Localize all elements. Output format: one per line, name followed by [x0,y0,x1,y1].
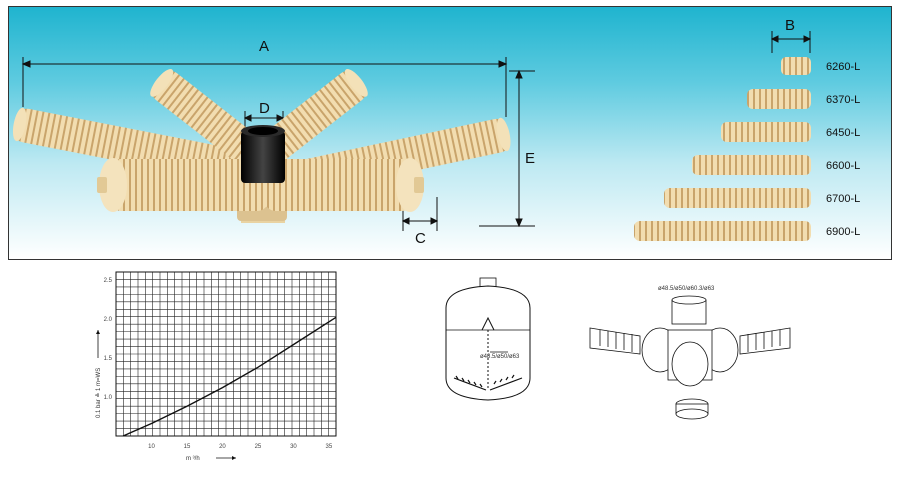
model-row-6450-l: 6450-L [721,122,860,142]
pressure-drop-graph: 10 15 20 25 30 35 1.0 1.5 2.0 2.5 m ³/h … [95,271,337,462]
model-label: 6600-L [826,160,860,172]
model-row-6260-l: 6260-L [781,57,860,75]
model-label: 6370-L [826,94,860,106]
y-axis-label: 0.1 bar ≙ 1 m=WS [95,368,102,418]
dimension-b-arrows [770,35,812,43]
model-row-6900-l: 6900-L [634,221,860,241]
x-tick-label: 15 [184,444,191,450]
model-label: 6450-L [826,127,860,139]
dimension-a [21,57,508,117]
graph-curve [122,316,337,437]
dimension-a-arrows [21,60,508,68]
dimension-c-arrows [401,217,439,225]
model-row-6370-l: 6370-L [747,89,860,109]
tank-laterals [453,374,523,391]
x-tick-label: 20 [219,444,226,450]
dimension-b-label: B [785,17,795,34]
x-tick-labels: 10 15 20 25 30 35 [148,444,333,450]
hub-bottom-nut [675,398,709,420]
dimension-d-label: D [259,100,270,117]
hub-thread-socket [671,295,707,325]
model-row-6700-l: 6700-L [664,188,860,208]
graph-frame [115,271,337,437]
model-lineup: 6260-L 6370-L 6450-L 6600-L 6700-L 6900-… [634,57,860,241]
dimension-d-arrows [243,114,285,122]
graph-grid [116,272,336,436]
x-tick-label: 25 [255,444,262,450]
model-label: 6900-L [826,226,860,238]
model-label: 6700-L [826,193,860,205]
lateral-nozzle-assembly [12,68,511,223]
dimension-c-label: C [415,230,426,247]
x-tick-label: 35 [326,444,333,450]
y-tick-label: 1.5 [104,356,113,362]
y-tick-labels: 1.0 1.5 2.0 2.5 [104,278,113,401]
dimension-a-label: A [259,38,269,55]
dimension-e-label: E [525,150,535,167]
y-tick-label: 1.0 [104,395,113,401]
product-photo-svg: A E C D B [12,17,860,247]
dimension-e-arrows [515,69,523,228]
y-tick-label: 2.5 [104,278,113,284]
x-tick-label: 10 [148,444,155,450]
x-tick-label: 30 [290,444,297,450]
tank-size-label: ø48.5/ø50/ø63 [480,354,520,360]
hub-exploded-diagram: ø48.5/ø50/ø60.3/ø63 [589,286,791,420]
model-label: 6260-L [826,61,860,73]
product-photo-panel: A E C D B [8,6,892,260]
y-axis-arrowhead [96,330,100,334]
tank-diagram: ø48.5/ø50/ø63 [445,277,531,401]
y-tick-label: 2.0 [104,317,113,323]
hub-center-body [641,327,739,387]
x-axis-arrowhead [232,456,236,460]
dimension-b [770,31,812,53]
hub-left-lateral [589,327,641,355]
model-row-6600-l: 6600-L [692,155,860,175]
hub-right-lateral [739,327,791,355]
hub-size-label: ø48.5/ø50/ø60.3/ø63 [658,286,715,292]
nozzle-front-left [97,158,269,212]
tank-distributor [481,316,495,331]
dimension-e [479,69,535,228]
x-axis-label: m ³/h [186,456,200,462]
nozzle-front-right [264,158,424,212]
hub-connector-black [241,125,285,183]
